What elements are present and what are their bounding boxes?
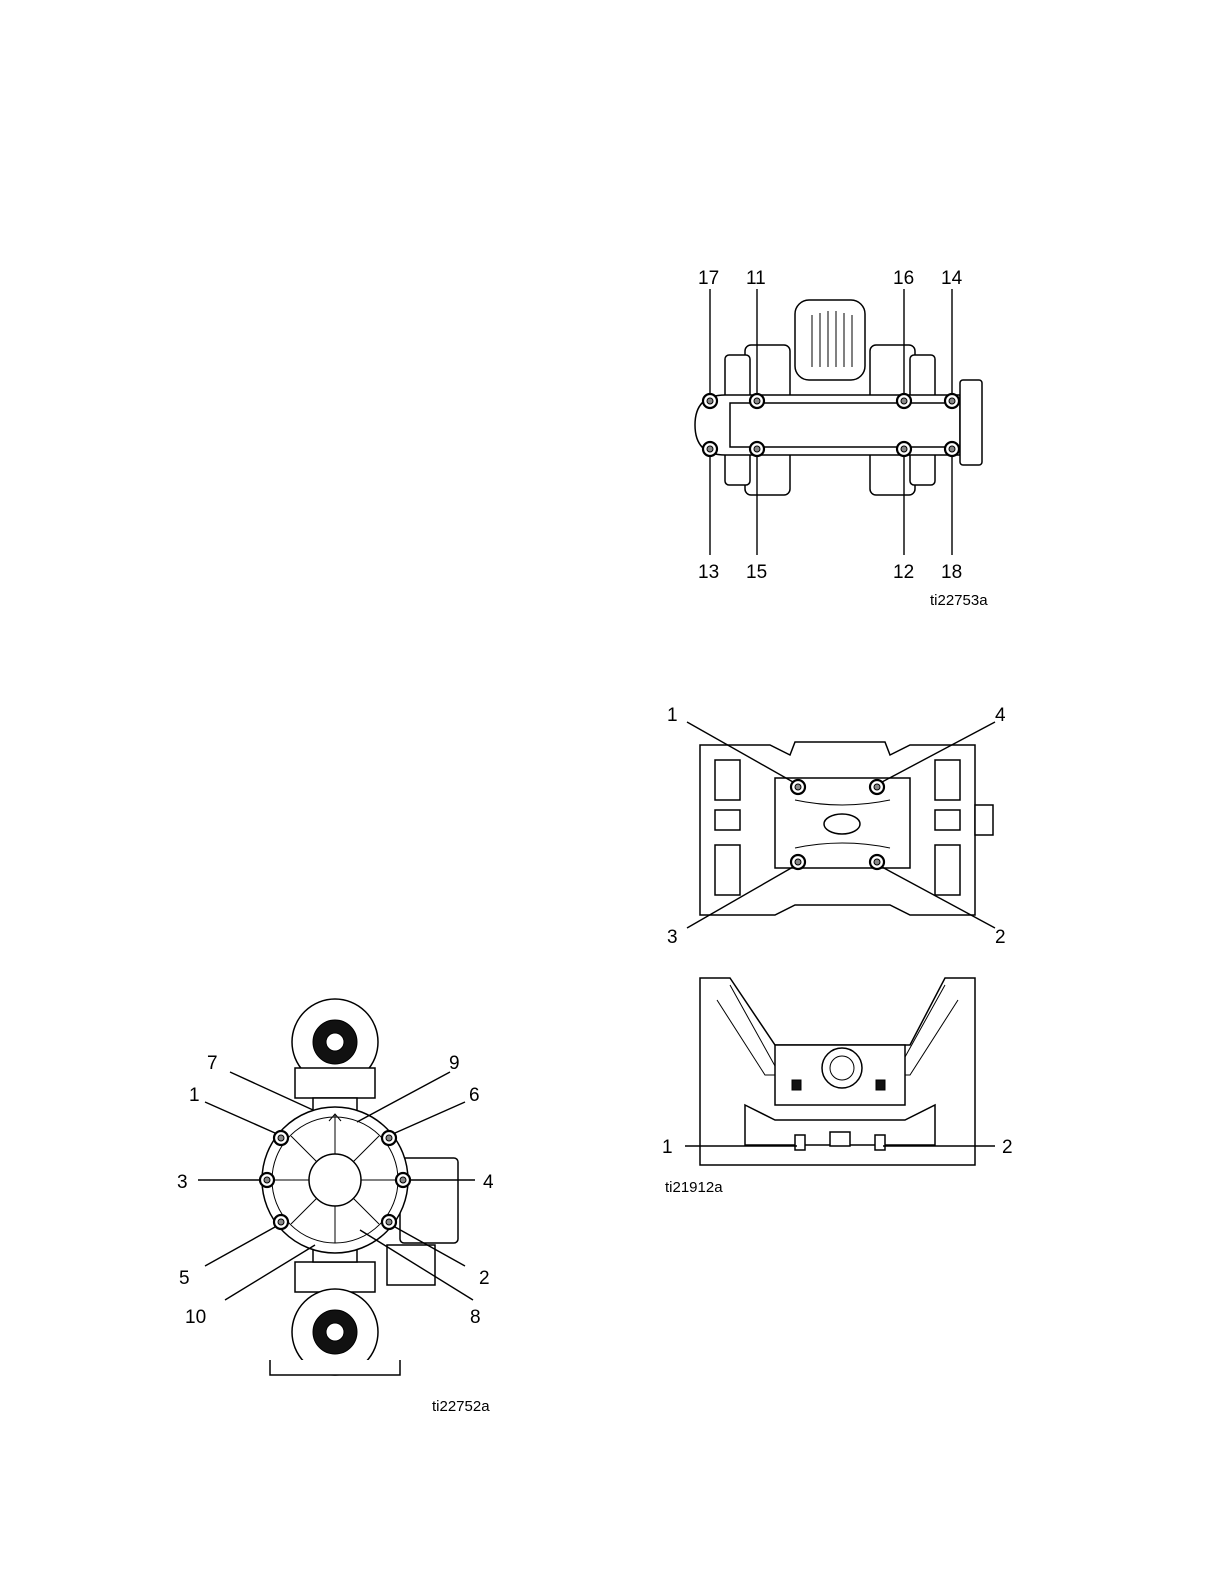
- callout-upper-4: 4: [995, 705, 1006, 726]
- callout-14: 14: [941, 268, 963, 289]
- callout-lower-2: 2: [1002, 1137, 1013, 1158]
- callout-9: 9: [449, 1053, 460, 1074]
- figure-ref-ti22752a: ti22752a: [432, 1398, 490, 1415]
- figure-ref-ti21912a: ti21912a: [665, 1179, 723, 1196]
- callout-6: 6: [469, 1085, 480, 1106]
- callout-lower-1: 1: [662, 1137, 673, 1158]
- callout-16: 16: [893, 268, 914, 289]
- figure-ref-ti22753a: ti22753a: [930, 592, 988, 609]
- callout-18: 18: [941, 562, 962, 583]
- callout-3: 3: [177, 1172, 188, 1193]
- callout-11: 11: [746, 268, 766, 289]
- center-section-drawing: 1 4 3 2 1 2 ti21912a: [655, 700, 1030, 1200]
- center-section-figure: 1 4 3 2 1 2 ti21912a: [655, 700, 1030, 1200]
- callout-12: 12: [893, 562, 914, 583]
- callout-13: 13: [698, 562, 719, 583]
- callout-2: 2: [479, 1268, 490, 1289]
- side-view-figure: 7 9 1 6 3 4 5 2 10 8 ti22752a: [165, 990, 510, 1420]
- callout-10: 10: [185, 1307, 206, 1328]
- callout-17: 17: [698, 268, 719, 289]
- callout-1: 1: [189, 1085, 200, 1106]
- callout-4: 4: [483, 1172, 494, 1193]
- callout-upper-1: 1: [667, 705, 678, 726]
- callout-15: 15: [746, 562, 767, 583]
- top-view-figure: 17 11 16 14 13 15 12 18 ti22753a: [640, 255, 1020, 615]
- callout-8: 8: [470, 1307, 481, 1328]
- top-view-drawing: 17 11 16 14 13 15 12 18 ti22753a: [640, 255, 1020, 615]
- callout-7: 7: [207, 1053, 218, 1074]
- callout-5: 5: [179, 1268, 190, 1289]
- callout-upper-2: 2: [995, 927, 1006, 948]
- side-view-drawing: 7 9 1 6 3 4 5 2 10 8 ti22752a: [165, 990, 510, 1420]
- callout-upper-3: 3: [667, 927, 678, 948]
